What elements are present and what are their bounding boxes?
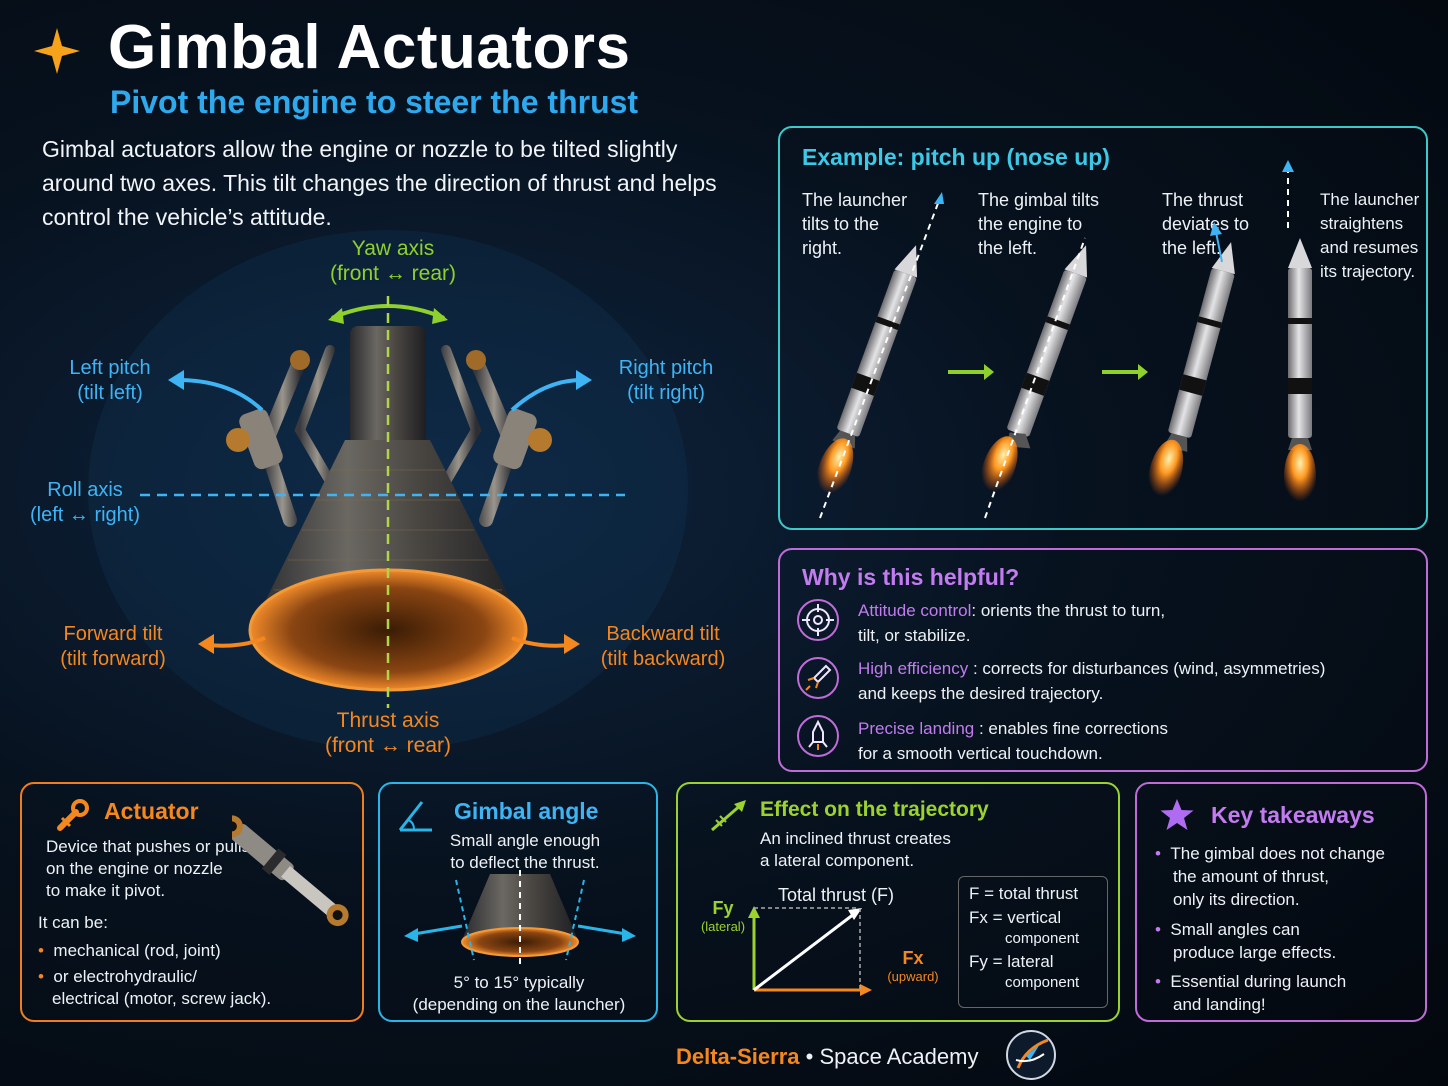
- target-icon: [797, 599, 839, 641]
- footer-academy: Space Academy: [819, 1044, 979, 1069]
- forward-tilt-label: Forward tilt (tilt forward): [60, 623, 166, 670]
- example-title: Example: pitch up (nose up): [802, 144, 1110, 170]
- left-pitch-label: Left pitch (tilt left): [69, 357, 151, 404]
- actuator-panel: Actuator Device that pushes or pulls on …: [20, 782, 364, 1022]
- footer-credit: Delta-Sierra • Space Academy: [676, 1044, 979, 1069]
- academy-logo-icon: [1006, 1030, 1056, 1080]
- gimbal-angle-illustration: [404, 870, 636, 966]
- why-item-efficiency: High efficiency : corrects for disturban…: [858, 659, 1326, 703]
- fx-label: Fx (upward): [887, 948, 939, 984]
- gimbal-angle-description: Small angle enough to deflect the thrust…: [449, 831, 601, 872]
- engine-gimbal-diagram: [88, 230, 688, 750]
- key-takeaway-1: • The gimbal does not change the amount …: [1155, 844, 1385, 909]
- actuator-bullets: • mechanical (rod, joint) • or electrohy…: [38, 941, 272, 1008]
- key-takeaways-panel: Key takeaways • The gimbal does not chan…: [1135, 782, 1427, 1022]
- example-step-4: The launcher straightens and resumes its…: [1320, 190, 1420, 281]
- actuator-description: Device that pushes or pulls on the engin…: [46, 837, 251, 900]
- why-panel: Why is this helpful? Attitude control: o…: [778, 548, 1428, 772]
- yaw-axis-label: Yaw axis (front ↔ rear): [329, 237, 457, 285]
- force-vector-diagram: [748, 906, 872, 996]
- rocket-icon: [797, 657, 839, 699]
- key-takeaways-title: Key takeaways: [1211, 802, 1375, 828]
- actuator-rod-illustration: [232, 815, 349, 927]
- gimbal-angle-panel: Gimbal angle Small angle enough to defle…: [378, 782, 658, 1022]
- intro-text: Gimbal actuators allow the engine or noz…: [42, 136, 717, 230]
- why-title: Why is this helpful?: [802, 564, 1020, 590]
- example-step-2: The gimbal tilts the engine to the left.: [978, 190, 1100, 258]
- trajectory-arrow-icon: [711, 800, 746, 832]
- key-takeaway-2: • Small angles can produce large effects…: [1155, 920, 1337, 962]
- page-title: Gimbal Actuators: [108, 13, 631, 82]
- total-thrust-label: Total thrust (F): [778, 885, 895, 905]
- actuator-title: Actuator: [104, 798, 199, 824]
- why-item-attitude: Attitude control: orients the thrust to …: [858, 601, 1166, 645]
- gimbal-angle-title: Gimbal angle: [454, 798, 599, 824]
- sparkle-star-icon: [34, 28, 80, 74]
- rocket-1: [816, 245, 918, 500]
- right-pitch-label: Right pitch (tilt right): [618, 357, 714, 404]
- footer-brand: Delta-Sierra: [676, 1044, 800, 1069]
- why-item-landing: Precise landing : enables fine correctio…: [858, 719, 1168, 763]
- angle-icon: [398, 801, 432, 832]
- rocket-2: [980, 245, 1088, 498]
- thrust-axis-label: Thrust axis (front ↔ rear): [324, 709, 452, 757]
- effect-title: Effect on the trajectory: [760, 798, 989, 821]
- star-icon: [1160, 799, 1194, 830]
- pitch-sequence-illustration: [816, 160, 1316, 519]
- actuator-can-be: It can be:: [38, 913, 108, 932]
- roll-axis-label: Roll axis (left ↔ right): [29, 479, 141, 526]
- landing-rocket-icon: [797, 715, 839, 757]
- page-subtitle: Pivot the engine to steer the thrust: [110, 84, 639, 120]
- example-step-1: The launcher tilts to the right.: [802, 190, 908, 258]
- example-panel: Example: pitch up (nose up) The launcher…: [778, 126, 1428, 530]
- gimbal-angle-range: 5° to 15° typically (depending on the la…: [412, 973, 626, 1014]
- effect-panel: Effect on the trajectory An inclined thr…: [676, 782, 1120, 1022]
- wrench-icon: [57, 799, 89, 831]
- force-legend-box: F = total thrust Fx = vertical component…: [958, 876, 1108, 1008]
- fy-label: Fy (lateral): [700, 898, 746, 934]
- example-step-3: The thrust deviates to the left.: [1162, 190, 1250, 258]
- rocket-3: [1148, 242, 1235, 503]
- key-takeaway-3: • Essential during launch and landing!: [1155, 972, 1347, 1014]
- backward-tilt-label: Backward tilt (tilt backward): [600, 623, 726, 670]
- effect-description: An inclined thrust creates a lateral com…: [760, 829, 951, 870]
- rocket-4: [1284, 238, 1316, 508]
